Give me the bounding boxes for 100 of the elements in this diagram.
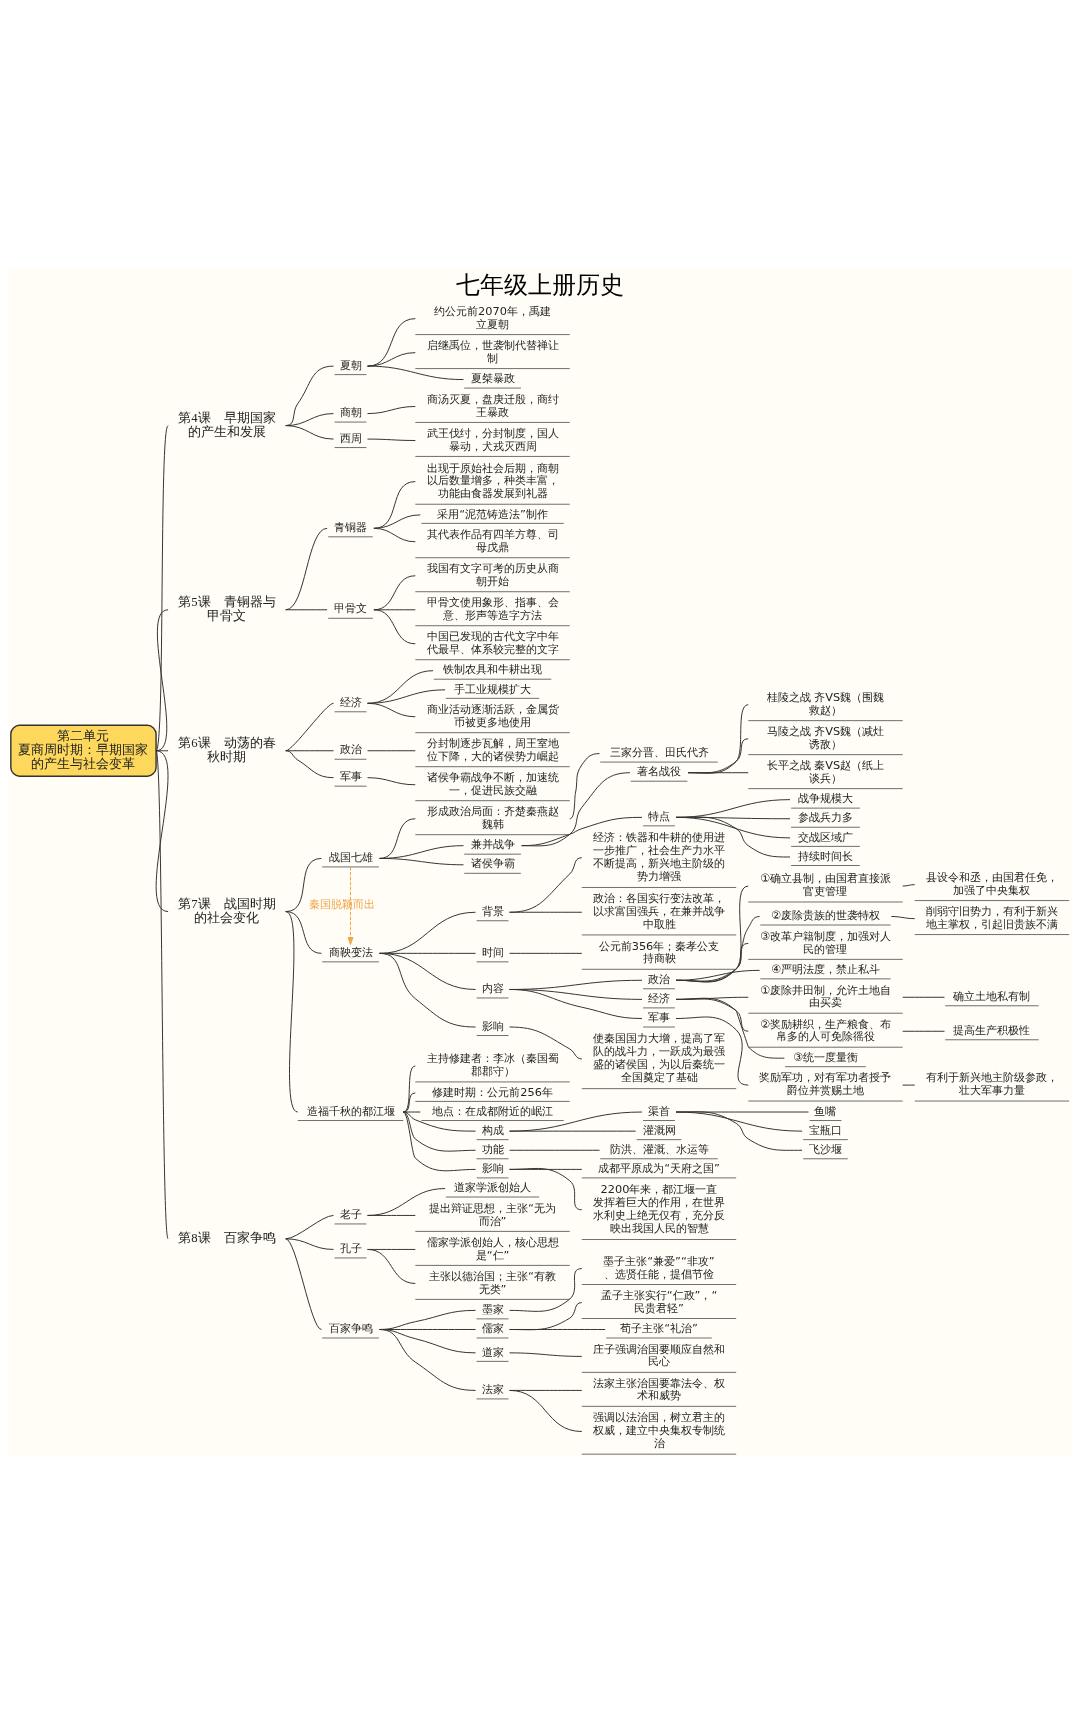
node-text: 形成政治局面：齐楚秦燕赵魏韩	[426, 803, 559, 831]
connector	[675, 997, 785, 1059]
node-text: 飞沙堰	[808, 1141, 842, 1156]
node-text: 法家主张治国要靠法令、权术和威势	[593, 1375, 726, 1402]
connector	[402, 1065, 416, 1112]
node-text: 公元前356年；秦孝公支持商鞅	[598, 938, 720, 965]
node-text: 孔子	[339, 1240, 362, 1255]
node-text: 启继禹位，世袭制代替禅让制	[426, 337, 559, 365]
connector	[509, 1111, 643, 1132]
node-text: 宝瓶口	[808, 1122, 842, 1137]
connector	[379, 857, 464, 865]
connector	[285, 910, 322, 954]
node-text: 夏桀暴政	[470, 370, 515, 385]
node-text: 强调以法治国，树立君主的权威，建立中央集权专制统治	[593, 1409, 726, 1450]
node-text: 政治	[648, 971, 671, 986]
connector	[509, 988, 643, 1019]
node-text: 主张以德治国；主张“有教无类”	[429, 1268, 556, 1296]
connector	[367, 1214, 416, 1216]
node-text: 西周	[339, 430, 362, 445]
connector	[285, 365, 334, 426]
node-text: 商业活动逐渐活跃，金属货币被更多地使用	[426, 701, 559, 729]
node-text: ③统一度量衡	[792, 1049, 859, 1064]
node-text: 奖励军功，对有军功者授予爵位并赏赐土地	[759, 1069, 892, 1097]
node-text: 铁制农具和牛耕出现	[443, 661, 543, 676]
connector	[367, 702, 416, 717]
connector	[509, 856, 583, 913]
node-text: 庄子强调治国要顺应自然和民心	[593, 1341, 726, 1368]
node-text: 夏朝	[339, 357, 362, 372]
connector	[675, 969, 761, 981]
connector	[285, 910, 299, 1112]
node-text: 交战区域广	[797, 829, 853, 844]
connector	[687, 737, 749, 773]
connector	[379, 1328, 477, 1391]
node-text: 特点	[648, 808, 671, 823]
connector	[367, 438, 416, 441]
node-text: 甲骨文	[334, 600, 368, 615]
node-text: 青铜器	[334, 519, 368, 534]
node-text: 提出辩证思想，主张“无为而治”	[429, 1200, 556, 1228]
connector	[569, 752, 600, 819]
node-text: 孟子主张实行“仁政”，“民贵君轻”	[600, 1287, 718, 1315]
connector	[285, 608, 328, 610]
node-text: ①确立县制，由国君直接派官吏管理	[759, 870, 892, 898]
connector	[367, 405, 416, 414]
node-text: 桂陵之战 齐VS魏（围魏救赵）	[766, 689, 885, 717]
node-text: 墨子主张“兼爱”“非攻”、选贤任能，提倡节俭	[603, 1253, 715, 1281]
node-text: 鱼嘴	[814, 1103, 837, 1118]
node-text: 第6课 动荡的春秋时期	[178, 735, 276, 764]
connector	[509, 1389, 583, 1432]
connector	[402, 1111, 477, 1152]
connector	[379, 952, 477, 1027]
connector	[509, 1026, 583, 1059]
node-text: 修建时期：公元前256年	[432, 1084, 553, 1099]
node-text: 兼并战争	[470, 836, 515, 851]
node-text: 军事	[648, 1009, 671, 1024]
node-text: 经济	[339, 694, 362, 709]
connector	[687, 771, 749, 773]
connector	[902, 1030, 945, 1032]
connector	[285, 527, 328, 610]
connector	[367, 749, 416, 751]
node-text: 持续时间长	[797, 848, 853, 863]
node-text: ①废除井田制，允许土地自由买卖	[759, 982, 892, 1009]
connector	[379, 817, 416, 859]
connector	[675, 1016, 749, 1086]
node-text: 确立土地私有制	[953, 988, 1031, 1003]
connector	[509, 1328, 606, 1330]
node-text: 成都平原成为“天府之国”	[598, 1160, 720, 1175]
connector	[285, 1237, 334, 1250]
node-text: 儒家学派创始人，核心思想是“仁”	[426, 1234, 559, 1262]
node-text: 2200年来，都江堰一直发挥着巨大的作用，在世界水利史上绝无仅有，充分反映出我国人民的智慧	[593, 1181, 726, 1235]
node-text: 政治：各国实行变法改革，以求富国强兵，在兼并战争中取胜	[593, 890, 726, 931]
connector	[509, 1149, 600, 1151]
connector	[509, 1267, 583, 1312]
node-text: 道家学派创始人	[454, 1179, 532, 1194]
node-text: 经济	[648, 990, 671, 1005]
edge-label: 秦国脱颖而出	[309, 897, 376, 911]
node-text: 经济：铁器和牛耕的使用进一步推广，社会生产力水平不断提高，新兴地主阶级的势力增强	[593, 829, 726, 883]
connector	[367, 1187, 446, 1216]
node-text: 灌溉网	[642, 1122, 676, 1137]
connector	[675, 816, 791, 857]
node-text: 商汤灭夏，盘庚迁殷，商纣王暴政	[426, 391, 559, 419]
node-text: 影响	[481, 1160, 504, 1175]
node-text: 诸侯争霸	[470, 855, 515, 870]
connector	[402, 1111, 477, 1132]
node-text: 地点：在成都附近的岷江	[432, 1103, 554, 1118]
connector	[890, 915, 916, 919]
node-text: 内容	[481, 980, 504, 995]
node-text: 防洪、灌溉、水运等	[609, 1141, 709, 1156]
arrow	[347, 866, 354, 945]
node-text: 商朝	[339, 404, 362, 419]
node-text: 手工业规模扩大	[454, 681, 532, 696]
node-text: 约公元前2070年，禹建立夏朝	[434, 303, 551, 331]
node-text: 马陵之战 齐VS魏（减灶诱敌）	[766, 723, 885, 751]
node-text: 我国有文字可考的历史从商朝开始	[426, 560, 559, 588]
node-text: 时间	[481, 944, 504, 959]
connector	[367, 688, 446, 704]
connector	[285, 749, 334, 751]
connector	[285, 424, 334, 440]
node-text: 背景	[481, 903, 504, 918]
node-text: 采用“泥范铸造法”制作	[437, 506, 548, 521]
node-text: 第8课 百家争鸣	[178, 1230, 276, 1245]
